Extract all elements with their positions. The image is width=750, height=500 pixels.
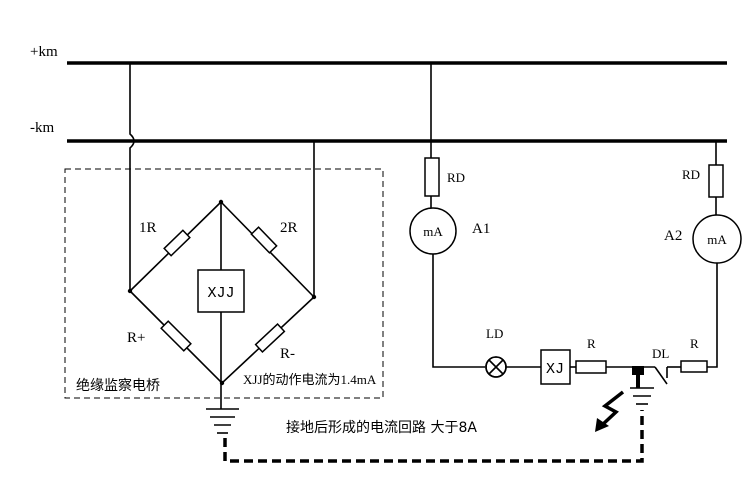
xjj-relay-label: XJJ (207, 285, 234, 302)
xj-relay-label: XJ (546, 361, 564, 378)
resistor-1r (163, 229, 191, 257)
xjj-relay (197, 269, 245, 313)
ground-terminal (632, 366, 644, 375)
fuse-rd-a2-label: RD (682, 167, 700, 182)
ammeter-a2-unit: mA (707, 232, 727, 247)
bridge-top-node (218, 199, 224, 205)
bridge-left-node (127, 288, 133, 294)
a2-wire-bottom (707, 263, 718, 368)
lamp-ld-label: LD (486, 326, 503, 341)
lamp-ld-cross (488, 359, 504, 375)
resistor-rplus (160, 320, 192, 352)
breaker-dl (654, 366, 668, 385)
negative-bus-label: -km (30, 120, 54, 136)
fault-note: 接地后形成的电流回路 大于8A (286, 419, 477, 436)
resistor-r-loop-label: R (587, 336, 596, 351)
fuse-rd-a1 (424, 157, 440, 197)
a1-wire-bottom (432, 254, 485, 368)
resistor-r-right-label: R (690, 336, 699, 351)
bridge-enclosure (64, 168, 384, 399)
xjj-action-note: XJJ的动作电流为1.4mA (243, 372, 377, 387)
resistor-rminus (254, 323, 286, 353)
ammeter-a1-unit: mA (423, 224, 443, 239)
bridge-bottom-node (219, 380, 225, 386)
label-rminus: R- (280, 346, 295, 362)
fuse-rd-a2 (708, 164, 724, 198)
ammeter-a2 (692, 214, 742, 264)
ammeter-a1-label: A1 (472, 221, 490, 237)
breaker-dl-label: DL (652, 346, 669, 361)
label-1r: 1R (139, 220, 157, 236)
bridge-title: 绝缘监察电桥 (76, 377, 160, 394)
ground-fault-arrow (595, 418, 609, 432)
resistor-r-right (680, 360, 708, 373)
resistor-2r (250, 226, 278, 254)
ammeter-a2-label: A2 (664, 228, 682, 244)
fault-current-loop (223, 410, 644, 463)
positive-bus-label: +km (30, 44, 58, 60)
fuse-rd-a1-label: RD (447, 170, 465, 185)
bridge-left-feed (129, 63, 135, 291)
ground-fault-lightning (599, 390, 625, 428)
resistor-r-loop (575, 360, 607, 374)
label-rplus: R+ (127, 330, 145, 346)
xj-relay (540, 349, 571, 385)
label-2r: 2R (280, 220, 298, 236)
bridge-right-node (311, 294, 317, 300)
